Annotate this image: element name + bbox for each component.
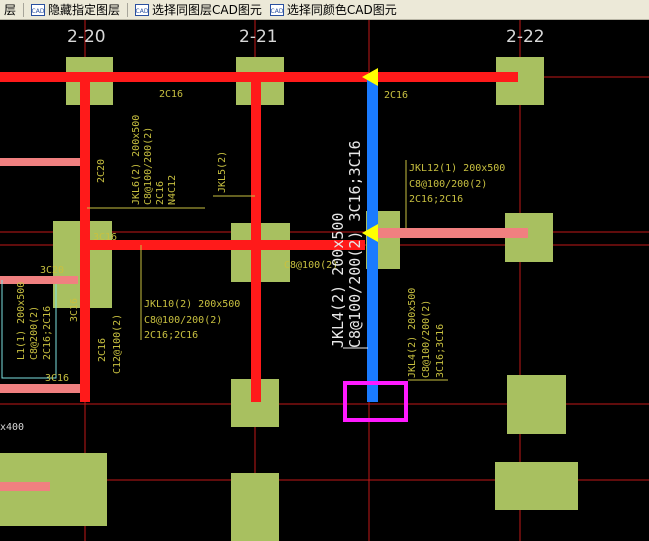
toolbar: 层 CAD 隐藏指定图层 CAD 选择同图层CAD图元 CAD 选择同颜色CAD… [0,0,649,20]
svg-text:N4C12: N4C12 [167,175,178,205]
jkl12-label-line2: C8@100/200(2) [409,179,487,190]
jkl10-label-line2: C8@100/200(2) [144,315,222,326]
beam[interactable] [80,72,90,402]
cad-layer-icon: CAD [31,3,46,16]
beam-arrow-mid [362,224,378,242]
axis-label-2-22: 2-22 [506,27,545,47]
rebar-label: 3C16 [93,232,117,243]
cyan-outline [1,280,57,379]
toolbar-item-partial[interactable]: 层 [0,1,20,19]
svg-text:C8@200(2): C8@200(2) [29,306,40,360]
cad-color-icon: CAD [269,3,284,16]
jkl5-label: JKL5(2) [217,151,228,193]
jkl4-small-label: JKL4(2) 200x500 C8@100/200(2) 3C16;3C16 [407,288,446,378]
svg-text:CAD: CAD [270,8,283,15]
jkl6-label: JKL6(2) 200x500 C8@100/200(2) 2C16 N4C12 [131,115,178,205]
jkl12-label-line1: JKL12(1) 200x500 [409,163,505,174]
column[interactable] [495,462,578,510]
svg-text:C8@100/200(2): C8@100/200(2) [421,300,432,378]
red-beams [0,72,518,402]
selected-beam[interactable] [367,76,378,402]
cad-layer-icon: CAD [135,3,150,16]
svg-text:CAD: CAD [32,8,45,15]
rebar-label: 3C20 [40,265,64,276]
svg-text:3C16;3C16: 3C16;3C16 [435,324,446,378]
rebar-label: 2C20 [96,159,107,183]
jkl4-selected-label: JKL4(2) 200x500 C8@100/200(2) 3C16;3C16 [329,140,364,348]
jkl12-label-line3: 2C16;2C16 [409,194,463,205]
jkl10-label-line3: 2C16;2C16 [144,330,198,341]
beam[interactable] [0,72,369,82]
svg-text:2C16;2C16: 2C16;2C16 [42,306,53,360]
stirrup-label: C8@100(2) [284,260,338,271]
rebar-label: 2C16 [159,89,183,100]
beam-edges [0,158,528,491]
jkl10-label-line1: JKL10(2) 200x500 [144,299,240,310]
select-same-layer-button[interactable]: CAD 选择同图层CAD图元 [131,1,266,19]
svg-text:2C16: 2C16 [155,181,166,205]
select-same-layer-label: 选择同图层CAD图元 [152,3,262,17]
beam[interactable] [378,72,518,82]
leader-lines [87,160,448,381]
select-same-color-label: 选择同颜色CAD图元 [286,3,397,17]
svg-text:JKL4(2) 200x500: JKL4(2) 200x500 [407,288,418,378]
hide-layer-label: 隐藏指定图层 [48,3,121,17]
rebar-label: 3C16 [69,298,80,322]
beam-arrow-top [362,68,378,86]
stirrup-label: C12@100(2) [112,314,123,374]
axis-label-2-20: 2-20 [67,27,106,47]
beam[interactable] [251,72,261,402]
l1-label: L1(1) 200x500 C8@200(2) 2C16;2C16 [16,282,53,360]
column[interactable] [231,473,279,541]
toolbar-separator [23,2,25,17]
select-same-color-button[interactable]: CAD 选择同颜色CAD图元 [266,1,401,19]
cad-drawing-canvas[interactable]: 2-20 2-21 2-22 2C16 2C16 JKL6(2) 200x500… [0,20,649,541]
rebar-label: 2C16 [97,338,108,362]
svg-text:JKL4(2) 200x500: JKL4(2) 200x500 [329,213,347,348]
svg-text:CAD: CAD [136,8,149,15]
svg-text:L1(1) 200x500: L1(1) 200x500 [16,282,27,360]
toolbar-separator [127,2,129,17]
svg-text:JKL6(2) 200x500: JKL6(2) 200x500 [131,115,142,205]
svg-text:C8@100/200(2): C8@100/200(2) [143,127,154,205]
axis-label-2-21: 2-21 [239,27,278,47]
column[interactable] [507,375,566,434]
rebar-label: 3C16 [45,373,69,384]
beam[interactable] [85,240,365,250]
dimension-label: x400 [0,422,24,433]
svg-text:C8@100/200(2) 3C16;3C16: C8@100/200(2) 3C16;3C16 [346,140,364,348]
hide-layer-button[interactable]: CAD 隐藏指定图层 [27,1,124,19]
selection-highlight-box [343,381,408,422]
toolbar-item-partial-label: 层 [4,3,17,17]
rebar-label: 2C16 [384,90,408,101]
